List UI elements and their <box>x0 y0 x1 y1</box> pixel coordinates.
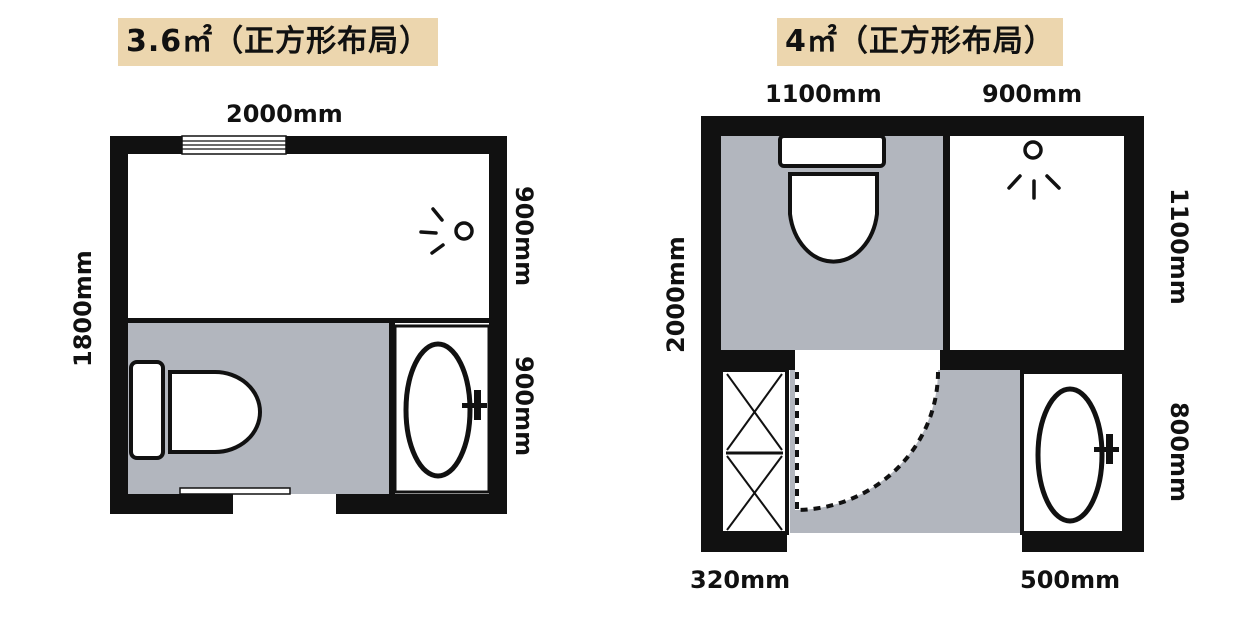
toilet-icon <box>778 134 886 264</box>
plan-2-toilet-width-dimension: 1100mm <box>765 80 882 108</box>
plan-2-cabinet-top-wall <box>721 350 795 370</box>
plan-1-toilet-zone-dimension: 900mm <box>510 356 538 457</box>
plan-2-shower-bottom-wall <box>940 350 1124 370</box>
plan-2-sink-depth-dimension: 800mm <box>1165 401 1193 503</box>
plan-2-door-swing-area <box>795 370 938 510</box>
plan-1 <box>110 135 507 514</box>
door-swing-icon <box>794 371 940 512</box>
sink-icon <box>403 341 487 479</box>
plan-2-shower-width-dimension: 900mm <box>982 80 1083 108</box>
plan-1-partition <box>128 318 489 323</box>
plan-2-bottom-wall-left <box>701 533 787 552</box>
plan-2-right-wall <box>1124 116 1144 552</box>
plan-1-bottom-wall-right <box>336 494 507 514</box>
plan-1-vanity-divider <box>389 322 395 494</box>
plan-1-top-wall <box>110 136 507 154</box>
shower-head-icon <box>1007 140 1061 200</box>
plan-1-right-wall <box>489 136 507 514</box>
plan-1-door-sill <box>179 487 291 495</box>
plan-1-shower-zone-dimension: 900mm <box>510 186 538 287</box>
plan-2-top-wall <box>701 116 1144 136</box>
plan-2-height-dimension: 2000mm <box>662 236 690 353</box>
plan-1-title: 3.6㎡（正方形布局） <box>118 18 439 66</box>
plan-2-cabinet-width-dimension: 320mm <box>690 566 791 594</box>
shower-head-icon <box>419 207 474 255</box>
plan-2 <box>701 116 1144 552</box>
plan-1-left-wall <box>110 136 128 514</box>
storage-cabinet-icon <box>719 368 789 535</box>
plan-2-sink-width-dimension: 500mm <box>1020 566 1121 594</box>
window-icon <box>181 135 287 155</box>
plan-1-bottom-wall-left <box>110 494 233 514</box>
plan-2-title: 4㎡（正方形布局） <box>777 18 1063 66</box>
plan-1-height-dimension: 1800mm <box>69 250 97 367</box>
plan-2-bottom-wall-right <box>1022 533 1144 552</box>
plan-2-left-wall <box>701 116 721 552</box>
plan-2-shower-depth-dimension: 1100mm <box>1165 188 1193 305</box>
plan-1-width-dimension: 2000mm <box>226 100 343 128</box>
plan-2-shower-divider <box>943 136 950 350</box>
toilet-icon <box>129 360 262 460</box>
sink-icon <box>1035 386 1119 524</box>
